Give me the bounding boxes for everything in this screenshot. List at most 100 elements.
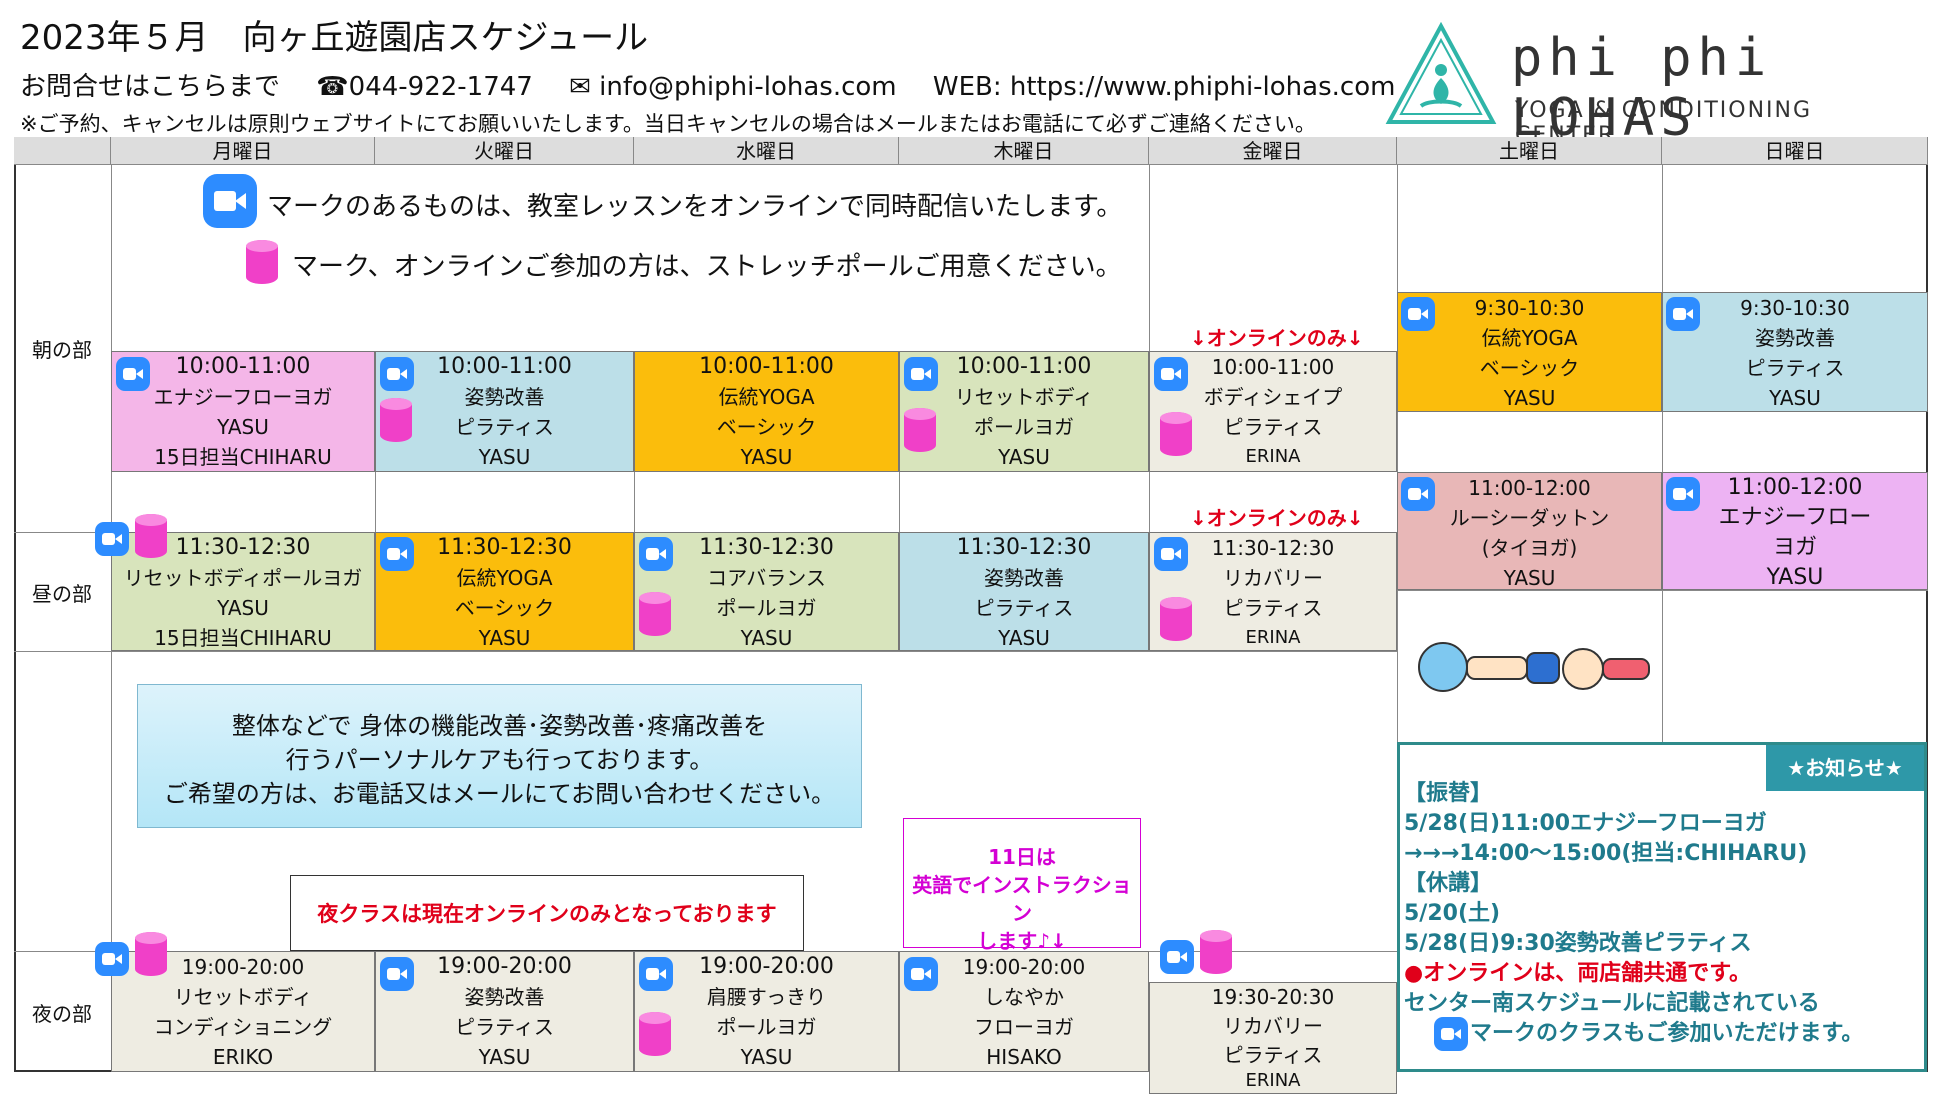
class-instructor: YASU <box>1769 386 1821 410</box>
class-subtitle: コンディショニング <box>153 1015 333 1039</box>
class-instructor: YASU <box>217 596 269 620</box>
class-wed-noon[interactable]: 11:30-12:30 コアバランス ポールヨガ YASU <box>634 532 899 651</box>
day-header-sat: 土曜日 <box>1397 137 1662 165</box>
class-wed-night[interactable]: 19:00-20:00 肩腰すっきり ポールヨガ YASU <box>634 951 899 1072</box>
grid-line <box>14 532 111 533</box>
class-time: 9:30-10:30 <box>1740 296 1850 320</box>
class-subtitle: (タイヨガ) <box>1481 536 1578 560</box>
phone-number: ☎044-922-1747 <box>316 72 533 102</box>
zoom-icon <box>639 537 673 571</box>
class-title: 肩腰すっきり <box>706 985 827 1009</box>
class-tue-night[interactable]: 19:00-20:00 姿勢改善 ピラティス YASU <box>375 951 634 1072</box>
contact-label: お問合せはこちらまで <box>20 72 281 102</box>
notice-line: 5/20(土) <box>1404 901 1501 926</box>
class-subtitle: フローヨガ <box>974 1015 1074 1039</box>
grid-line <box>634 472 635 532</box>
period-noon: 昼の部 <box>32 582 92 606</box>
reservation-note: ※ご予約、キャンセルは原則ウェブサイトにてお願いいたします。当日キャンセルの場合… <box>20 112 1316 136</box>
class-title: リカバリー <box>1223 1014 1323 1038</box>
zoom-icon <box>904 957 938 991</box>
care-line: 整体などで 身体の機能改善･姿勢改善･疼痛改善を <box>231 712 768 740</box>
notice-line: 【休講】 <box>1404 871 1493 896</box>
online-only-label: ↓オンラインのみ↓ <box>1190 506 1364 530</box>
class-sat-morning[interactable]: 9:30-10:30 伝統YOGA ベーシック YASU <box>1397 292 1662 412</box>
class-subtitle: ピラティス <box>974 596 1074 620</box>
grid-line <box>1397 590 1928 591</box>
class-title: 伝統YOGA <box>718 385 815 409</box>
stretch-pole-icon <box>1200 930 1232 974</box>
page-title: 2023年５月 向ヶ丘遊園店スケジュール <box>20 18 649 58</box>
class-time: 10:00-11:00 <box>437 354 572 379</box>
class-sun-noon[interactable]: 11:00-12:00 エナジーフロー ヨガ YASU <box>1662 472 1928 590</box>
class-time: 11:30-12:30 <box>175 535 311 560</box>
grid-line <box>1662 165 1663 742</box>
zoom-icon <box>380 537 414 571</box>
class-time: 19:30-20:30 <box>1211 985 1335 1009</box>
pole-message: マーク、オンラインご参加の方は、ストレッチポールご用意ください。 <box>292 252 1122 282</box>
class-title: 姿勢改善 <box>464 385 545 409</box>
class-instructor: YASU <box>998 626 1050 650</box>
class-time: 11:00-12:00 <box>1468 476 1591 500</box>
contact-line: お問合せはこちらまで ☎044-922-1747 ✉ info@phiphi-l… <box>20 66 1423 103</box>
stretch-pole-icon <box>904 408 936 452</box>
class-title: ルーシーダットン <box>1449 506 1610 530</box>
notice-line: →→→14:00～15:00(担当:CHIHARU) <box>1404 841 1808 866</box>
class-title: ボディシェイプ <box>1203 385 1343 409</box>
class-mon-morning[interactable]: 10:00-11:00 エナジーフローヨガ YASU 15日担当CHIHARU <box>111 351 375 472</box>
class-title: エナジーフロー <box>1718 505 1872 530</box>
zoom-icon <box>203 174 257 228</box>
stretch-pole-icon <box>639 1012 671 1056</box>
class-instructor: YASU <box>740 626 793 650</box>
day-header-fri: 金曜日 <box>1149 137 1397 165</box>
day-header-wed: 水曜日 <box>634 137 899 165</box>
class-time: 11:00-12:00 <box>1727 475 1863 500</box>
stretching-people-illustration <box>1418 642 1650 692</box>
zoom-icon <box>380 957 414 991</box>
english-line: 11日は <box>988 845 1056 869</box>
class-subtitle: ピラティス <box>1223 1043 1323 1067</box>
class-subtitle: ピラティス <box>455 1015 554 1039</box>
notice-line: 5/28(日)9:30姿勢改善ピラティス <box>1404 931 1752 956</box>
zoom-icon <box>1401 477 1435 511</box>
zoom-icon <box>1154 537 1188 571</box>
stretch-pole-icon <box>135 932 167 976</box>
class-thu-noon[interactable]: 11:30-12:30 姿勢改善 ピラティス YASU <box>899 532 1149 651</box>
class-instructor: YASU <box>740 1045 793 1069</box>
grid-line <box>899 472 900 532</box>
class-instructor: YASU <box>998 445 1050 469</box>
class-time: 19:00-20:00 <box>699 954 834 979</box>
class-subtitle: ベーシック <box>454 596 555 620</box>
notice-header: ★お知らせ★ <box>1766 745 1924 791</box>
class-thu-night[interactable]: 19:00-20:00 しなやか フローヨガ HISAKO <box>899 951 1149 1072</box>
class-time: 10:00-11:00 <box>956 354 1092 379</box>
zoom-icon <box>95 522 129 556</box>
class-note: 15日担当CHIHARU <box>154 445 332 469</box>
web-address: WEB: https://www.phiphi-lohas.com <box>932 72 1396 102</box>
logo-name: phi phi LOHAS <box>1511 28 1773 148</box>
class-thu-morning[interactable]: 10:00-11:00 リセットボディ ポールヨガ YASU <box>899 351 1149 472</box>
class-subtitle: ピラティス <box>455 415 554 439</box>
class-instructor: YASU <box>478 626 531 650</box>
class-title: 伝統YOGA <box>1481 326 1578 350</box>
zoom-icon <box>116 357 150 391</box>
class-sat-noon[interactable]: 11:00-12:00 ルーシーダットン (タイヨガ) YASU <box>1397 472 1662 590</box>
class-sun-morning[interactable]: 9:30-10:30 姿勢改善 ピラティス YASU <box>1662 292 1928 412</box>
grid-line <box>14 651 1397 652</box>
class-subtitle: ベーシック <box>716 415 817 439</box>
class-instructor: YASU <box>1766 565 1824 590</box>
class-fri-night[interactable]: 19:30-20:30 リカバリー ピラティス ERINA <box>1149 982 1397 1094</box>
stretch-pole-icon <box>1160 597 1192 641</box>
notice-online-shared: ●オンラインは、両店舗共通です。 <box>1404 961 1751 986</box>
class-tue-morning[interactable]: 10:00-11:00 姿勢改善 ピラティス YASU <box>375 351 634 472</box>
class-time: 9:30-10:30 <box>1474 296 1585 320</box>
class-title: 姿勢改善 <box>464 985 545 1009</box>
class-wed-morning[interactable]: 10:00-11:00 伝統YOGA ベーシック YASU <box>634 351 899 472</box>
class-tue-noon[interactable]: 11:30-12:30 伝統YOGA ベーシック YASU <box>375 532 634 651</box>
grid-line <box>375 472 376 532</box>
class-title: 伝統YOGA <box>456 566 553 590</box>
zoom-icon <box>639 957 673 991</box>
class-instructor: ERINA <box>1245 627 1301 648</box>
class-time: 11:30-12:30 <box>956 535 1092 560</box>
grid-line <box>1149 165 1150 351</box>
class-title: リセットボディポールヨガ <box>123 566 363 590</box>
